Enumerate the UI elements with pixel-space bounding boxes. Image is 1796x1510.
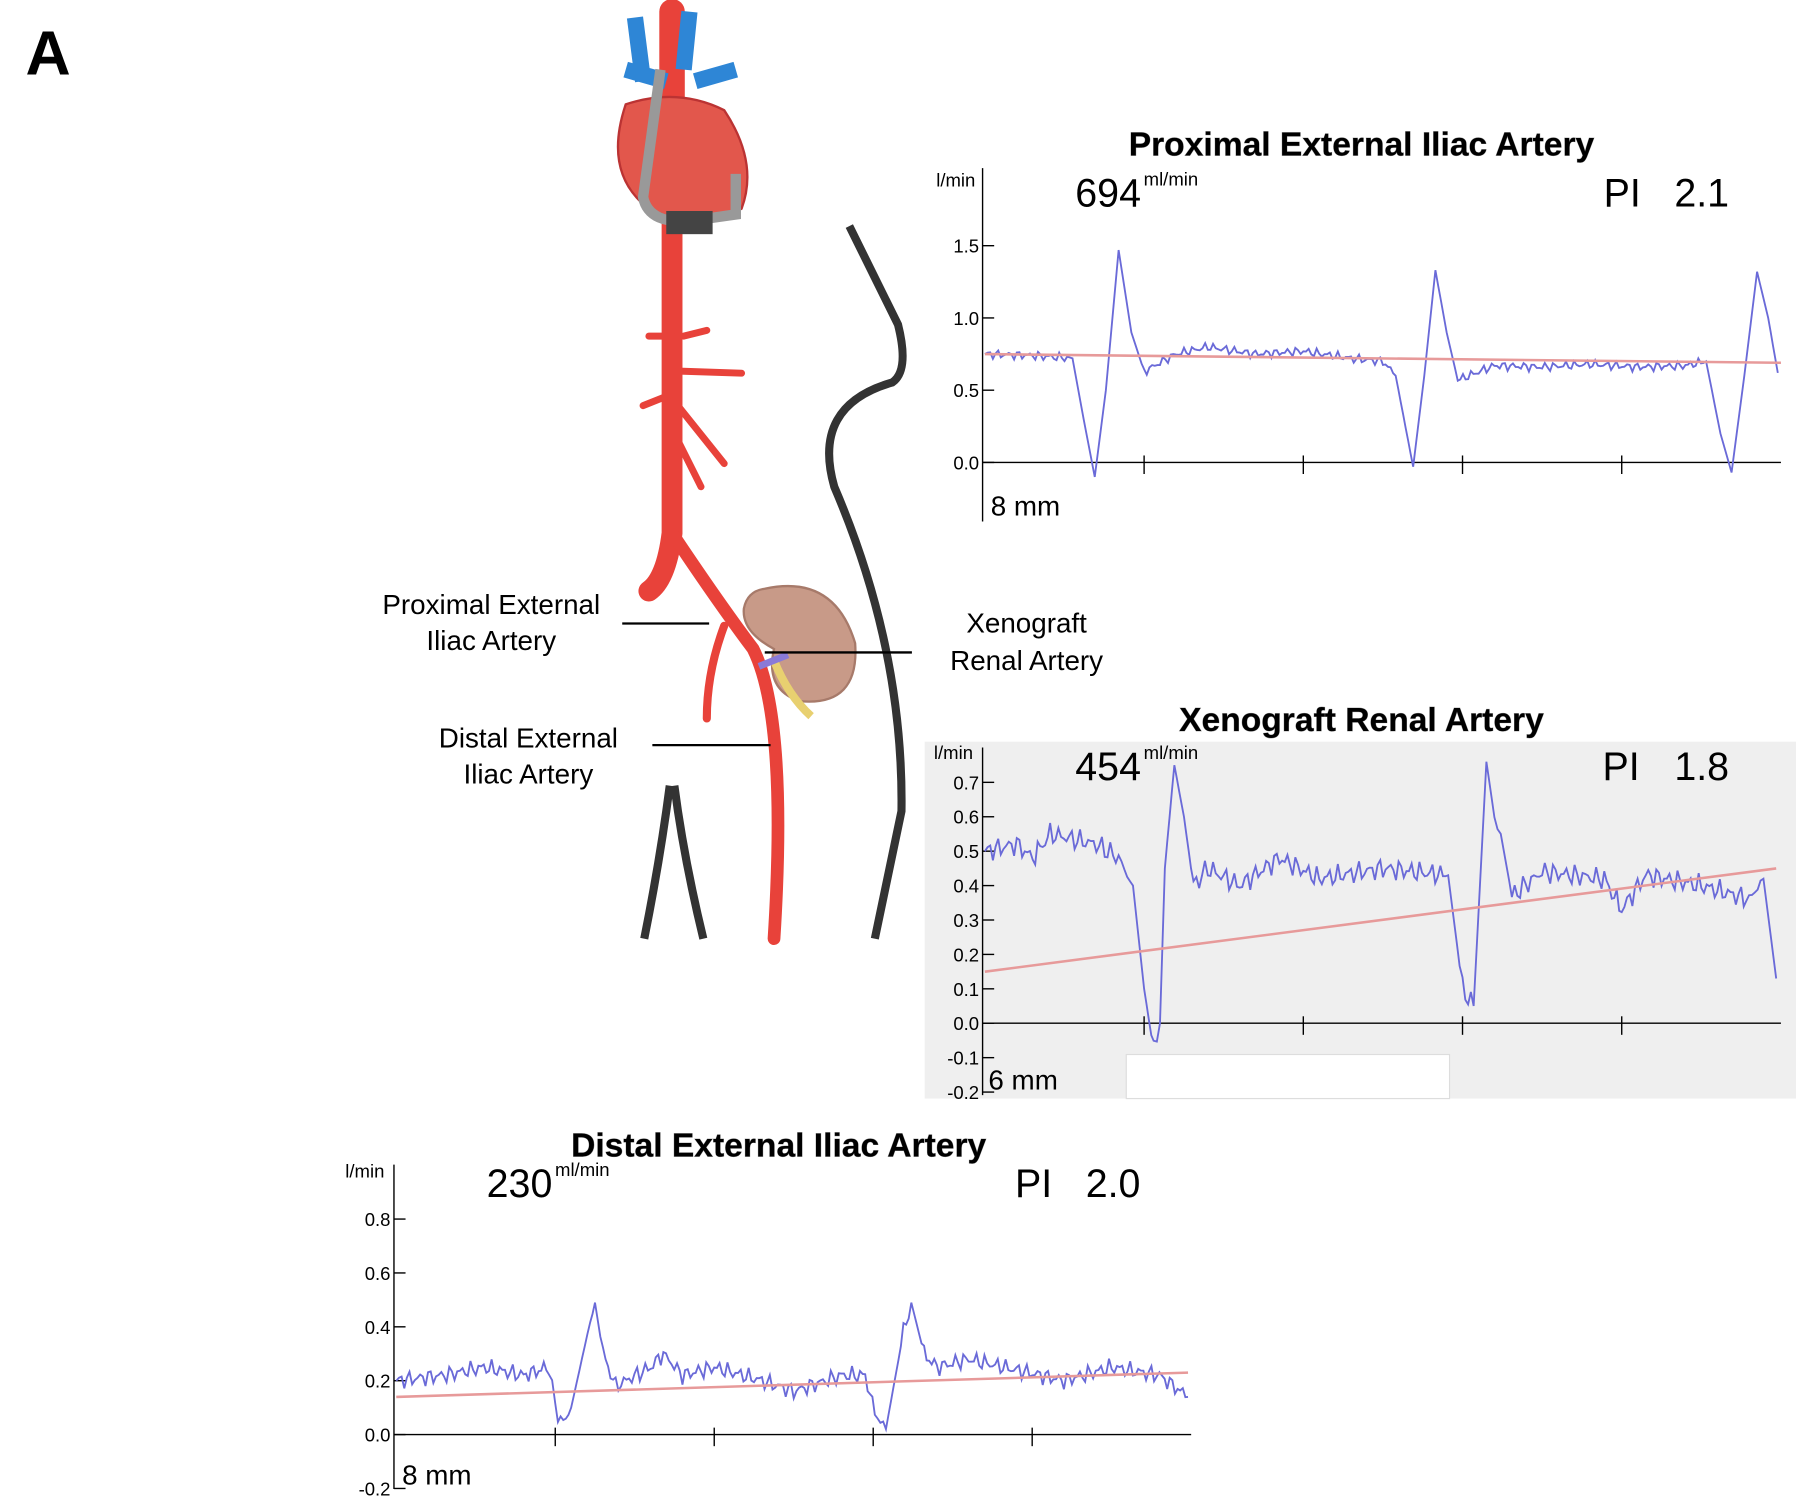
y-tick-label: -0.2 (947, 1082, 979, 1103)
flow-series-line (984, 249, 1779, 478)
y-tick-label: 0.2 (365, 1371, 391, 1392)
y-tick-label: 1.0 (953, 308, 979, 329)
flow-series-line (984, 761, 1778, 1043)
pi-value: 1.8 (1674, 745, 1729, 789)
y-tick-label: 0.3 (953, 910, 979, 931)
label-distal-line2: Iliac Artery (463, 758, 593, 789)
y-tick-label: 0.0 (953, 1013, 979, 1034)
vessel-size: 6 mm (988, 1064, 1058, 1095)
pi-label: PI (1602, 745, 1639, 789)
mean-series-line (984, 352, 1781, 365)
y-tick-label: 0.8 (365, 1209, 391, 1230)
y-tick-label: -0.1 (947, 1048, 979, 1069)
kidney-icon (742, 584, 857, 720)
label-proximal-line2: Iliac Artery (426, 625, 556, 656)
mean-series-line (396, 1371, 1189, 1399)
vessel-size: 8 mm (991, 491, 1061, 522)
y-tick-label: 0.4 (953, 876, 979, 897)
flow-unit: ml/min (1144, 742, 1199, 763)
y-axis-unit: l/min (934, 742, 973, 763)
flow-value: 454 (1075, 745, 1141, 789)
mean-series-line (984, 867, 1777, 973)
pi-value: 2.0 (1086, 1162, 1141, 1206)
y-tick-label: 0.2 (953, 944, 979, 965)
label-proximal-line1: Proximal External (382, 589, 600, 620)
y-axis-unit: l/min (345, 1160, 384, 1181)
flow-unit: ml/min (555, 1159, 610, 1180)
flow-value: 694 (1075, 171, 1141, 215)
label-renal-line1: Xenograft (966, 608, 1087, 639)
y-tick-label: 0.5 (953, 841, 979, 862)
y-tick-label: 0.5 (953, 380, 979, 401)
y-tick-label: 1.5 (953, 236, 979, 257)
renal-chart-notch (1125, 1053, 1451, 1100)
y-tick-label: -0.2 (359, 1478, 391, 1499)
chart-title: Proximal External Iliac Artery (1129, 126, 1595, 163)
y-tick-label: 0.0 (365, 1425, 391, 1446)
y-tick-label: 0.4 (365, 1317, 391, 1338)
y-axis-unit: l/min (936, 170, 975, 191)
pi-label: PI (1015, 1162, 1052, 1206)
pi-label: PI (1604, 171, 1641, 215)
flow-value: 230 (487, 1162, 553, 1206)
heart-icon (616, 10, 749, 235)
flow-unit: ml/min (1144, 168, 1199, 189)
renal-chart-background (924, 741, 1796, 1099)
panel-label: A (25, 18, 70, 88)
y-tick-label: 0.6 (953, 807, 979, 828)
body-outline (825, 224, 907, 940)
chart-title: Distal External Iliac Artery (571, 1127, 986, 1164)
y-tick-label: 0.1 (953, 979, 979, 1000)
y-tick-label: 0.0 (953, 452, 979, 473)
chart-title: Xenograft Renal Artery (1179, 702, 1544, 739)
label-renal-line2: Renal Artery (950, 645, 1103, 676)
label-distal-line1: Distal External (439, 722, 618, 753)
leg-outline (640, 785, 708, 940)
anatomy-illustration: Proximal External Iliac Artery Distal Ex… (382, 0, 1103, 946)
pi-value: 2.1 (1674, 171, 1729, 215)
flow-series-line (395, 1302, 1189, 1433)
vessel-size: 8 mm (402, 1459, 472, 1490)
y-tick-label: 0.7 (953, 772, 979, 793)
y-tick-label: 0.6 (365, 1263, 391, 1284)
